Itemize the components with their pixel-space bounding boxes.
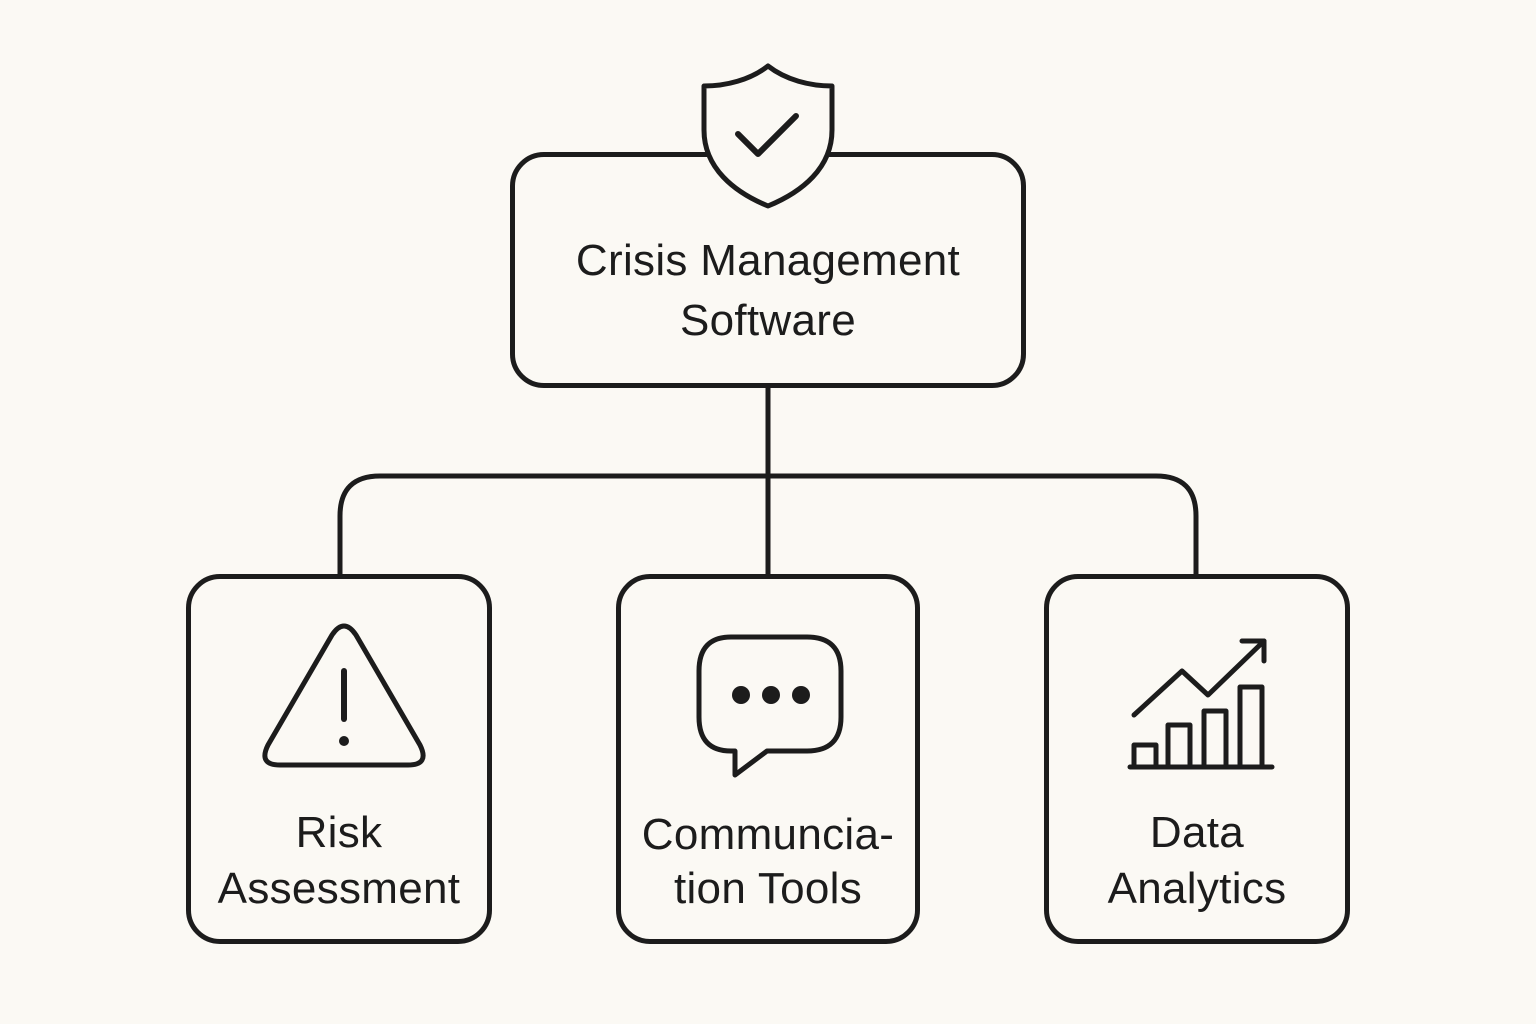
warning-triangle-icon (262, 623, 426, 768)
child-label-line2: tion Tools (673, 864, 863, 913)
root-title-line1: Crisis Management (575, 236, 961, 285)
branch-left-line (337, 473, 771, 579)
child-node-communication-tools: Communcia- tion Tools (616, 574, 920, 944)
branch-right-line (765, 473, 1199, 579)
child-node-risk-assessment: Risk Assessment (186, 574, 492, 944)
child-label-line1: Risk (295, 808, 383, 857)
bar-chart-trend-icon (1127, 638, 1275, 770)
root-title-line2: Software (679, 296, 857, 345)
child-label-line1: Communcia- (641, 810, 895, 859)
shield-check-icon (701, 63, 835, 209)
chat-bubble-icon (696, 634, 844, 778)
child-label-line2: Assessment (217, 864, 461, 913)
child-label-line1: Data (1149, 808, 1245, 857)
child-label-line2: Analytics (1107, 864, 1287, 913)
child-node-data-analytics: Data Analytics (1044, 574, 1350, 944)
